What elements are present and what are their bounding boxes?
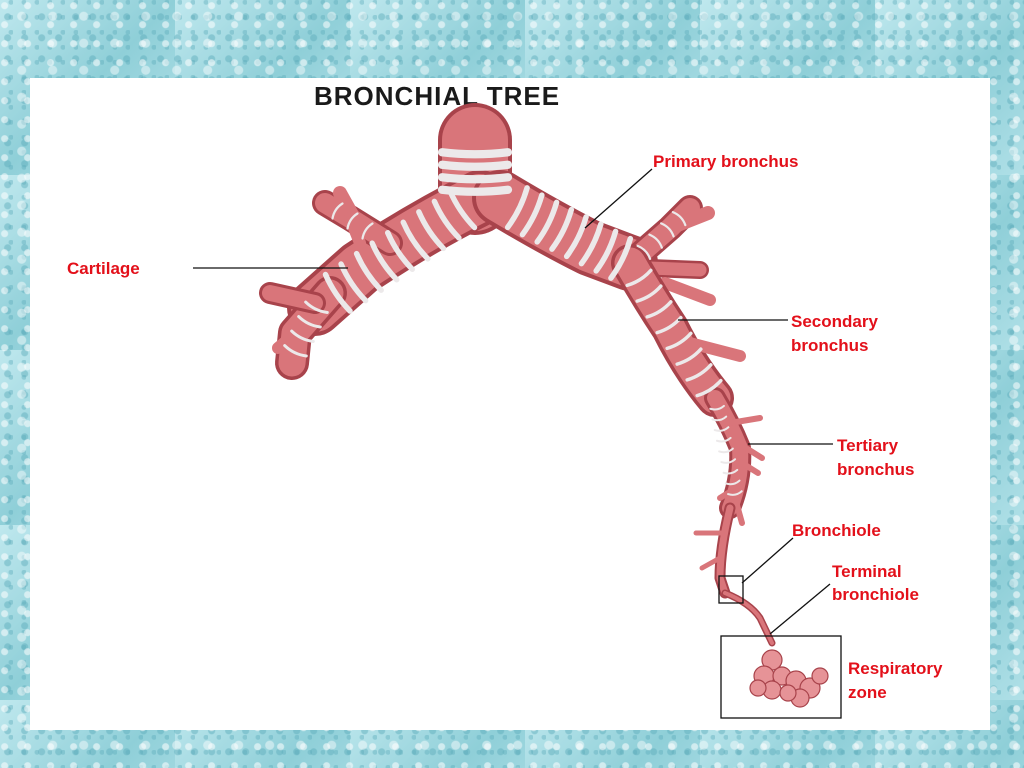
cartilage-ring <box>431 198 462 241</box>
label-bronchiole: Bronchiole <box>792 521 881 540</box>
cartilage-ring <box>718 447 734 454</box>
slide-panel: BRONCHIAL TREE <box>30 78 990 730</box>
diagram-title: BRONCHIAL TREE <box>314 81 560 111</box>
cartilage-ring <box>645 300 673 319</box>
cartilage-ring <box>608 235 634 281</box>
cartilage-ring <box>304 300 329 314</box>
cartilage-ring <box>504 185 530 231</box>
cartilage-ring <box>709 404 725 411</box>
cartilage-ring <box>400 219 431 262</box>
bronchiole-box <box>718 575 744 604</box>
cartilage-ring <box>720 458 737 464</box>
cartilage-ring <box>665 331 693 351</box>
cartilage-ring <box>722 468 739 475</box>
cartilage-rings <box>283 148 743 496</box>
label-secondary-bronchus-line2: bronchus <box>791 336 868 355</box>
cartilage-ring <box>534 199 560 245</box>
cartilage-ring <box>635 284 663 303</box>
label-primary-bronchus: Primary bronchus <box>653 152 799 171</box>
label-tertiary-bronchus-line2: bronchus <box>837 460 914 479</box>
alveoli-cluster <box>749 649 829 708</box>
cartilage-ring <box>437 148 513 159</box>
bronchial-tree-diagram: BRONCHIAL TREE <box>67 81 943 719</box>
cartilage-ring <box>297 315 322 329</box>
cartilage-ring <box>711 415 728 422</box>
terminal-bronchiole-leader <box>769 583 831 635</box>
cartilage-ring <box>625 268 653 288</box>
cartilage-ring <box>416 209 447 252</box>
airway-illustration <box>259 103 829 708</box>
respiratory-zone-box <box>720 635 842 719</box>
cartilage-ring <box>437 160 513 171</box>
cartilage-ring <box>322 271 353 314</box>
cartilage-ring <box>727 490 743 496</box>
cartilage-ring <box>593 228 619 274</box>
cartilage-ring <box>353 250 384 293</box>
primary-bronchus-leader <box>584 168 653 229</box>
cartilage-ring <box>671 210 687 227</box>
cartilage-ring <box>648 233 663 249</box>
cartilage-ring <box>346 212 359 230</box>
label-tertiary-bronchus-line1: Tertiary <box>837 436 899 455</box>
label-terminal-bronchiole-line1: Terminal <box>832 562 902 581</box>
label-secondary-bronchus-line1: Secondary <box>791 312 878 331</box>
cartilage-ring <box>384 229 416 273</box>
cartilage-ring <box>437 173 513 184</box>
cartilage-ring <box>519 192 545 238</box>
label-terminal-bronchiole-line2: bronchiole <box>832 585 919 604</box>
cartilage-ring <box>361 222 374 240</box>
cartilage-ring <box>563 214 589 260</box>
cartilage-ring <box>283 344 308 358</box>
cartilage-ring <box>331 202 344 220</box>
cartilage-ring <box>660 222 675 238</box>
cartilage-ring <box>549 206 575 252</box>
labels: Primary bronchus Cartilage Secondary bro… <box>67 152 943 702</box>
label-respiratory-zone-line1: Respiratory <box>848 659 943 678</box>
bronchiole-leader <box>741 537 794 584</box>
cartilage-ring <box>369 240 400 283</box>
cartilage-ring <box>695 378 723 398</box>
cartilage-ring <box>636 244 652 261</box>
cartilage-ring <box>578 221 604 267</box>
cartilage-ring <box>685 363 713 382</box>
cartilage-ring <box>290 329 315 343</box>
cartilage-ring <box>724 479 741 486</box>
leader-lines <box>193 168 842 719</box>
cartilage-ring <box>713 426 730 432</box>
cartilage-ring <box>715 436 732 443</box>
cartilage-ring <box>675 347 703 366</box>
label-respiratory-zone-line2: zone <box>848 683 887 702</box>
label-cartilage: Cartilage <box>67 259 140 278</box>
cartilage-ring <box>447 188 478 231</box>
